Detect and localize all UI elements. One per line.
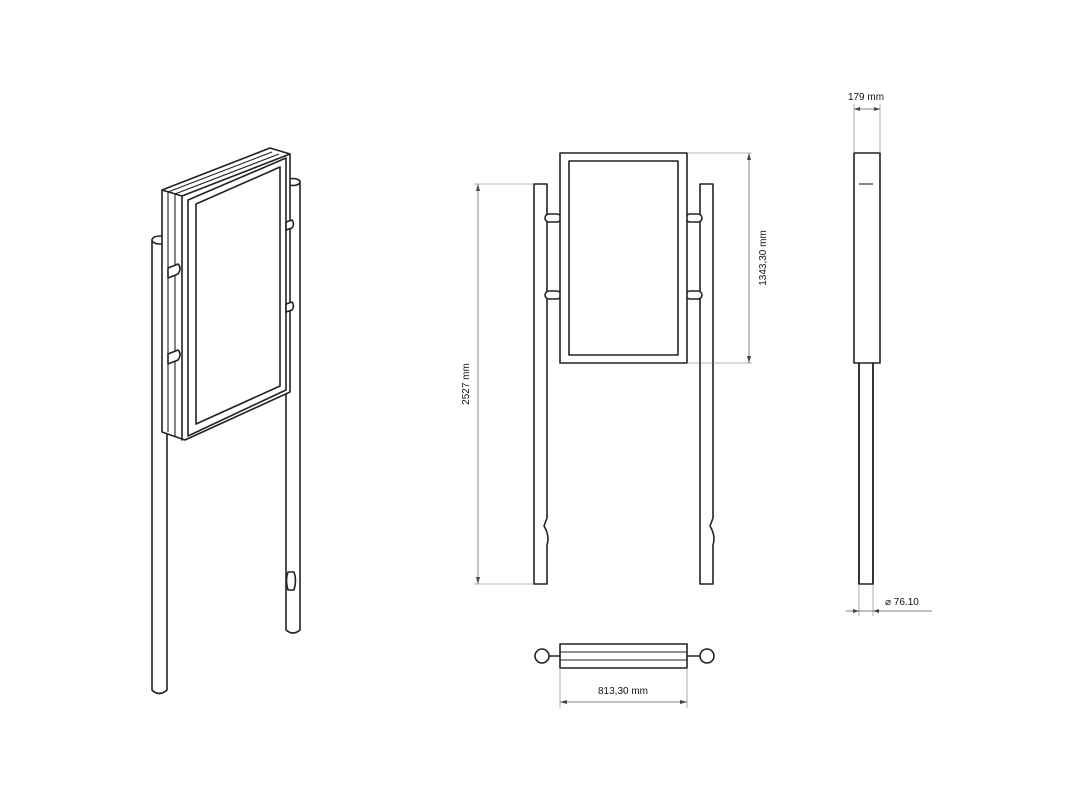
side-view: 179 mm ⌀ 76.10 bbox=[846, 92, 932, 616]
perspective-panel bbox=[161, 147, 291, 441]
side-panel bbox=[853, 152, 881, 364]
front-panel bbox=[559, 152, 688, 364]
perspective-view bbox=[151, 147, 301, 695]
label-total-height: 2527 mm bbox=[461, 363, 472, 405]
label-panel-width: 813,30 mm bbox=[598, 686, 648, 697]
dimension-panel-width: 813,30 mm bbox=[559, 668, 688, 708]
dimension-depth: 179 mm bbox=[848, 92, 884, 153]
top-left-post bbox=[534, 648, 550, 664]
perspective-clamps bbox=[167, 219, 295, 365]
label-post-diameter: ⌀ 76.10 bbox=[885, 597, 919, 608]
label-depth: 179 mm bbox=[848, 92, 884, 103]
top-view: 813,30 mm bbox=[534, 643, 715, 708]
label-panel-height: 1343,30 mm bbox=[758, 230, 769, 286]
front-right-post bbox=[699, 183, 715, 585]
front-view: 2527 mm 1343,30 mm bbox=[461, 152, 769, 585]
dimension-panel-height: 1343,30 mm bbox=[687, 152, 769, 364]
front-left-post bbox=[533, 183, 549, 585]
dimension-total-height: 2527 mm bbox=[461, 183, 534, 585]
top-right-post bbox=[699, 648, 715, 664]
dimension-post-diameter: ⌀ 76.10 bbox=[846, 584, 932, 616]
top-bar bbox=[559, 643, 688, 669]
